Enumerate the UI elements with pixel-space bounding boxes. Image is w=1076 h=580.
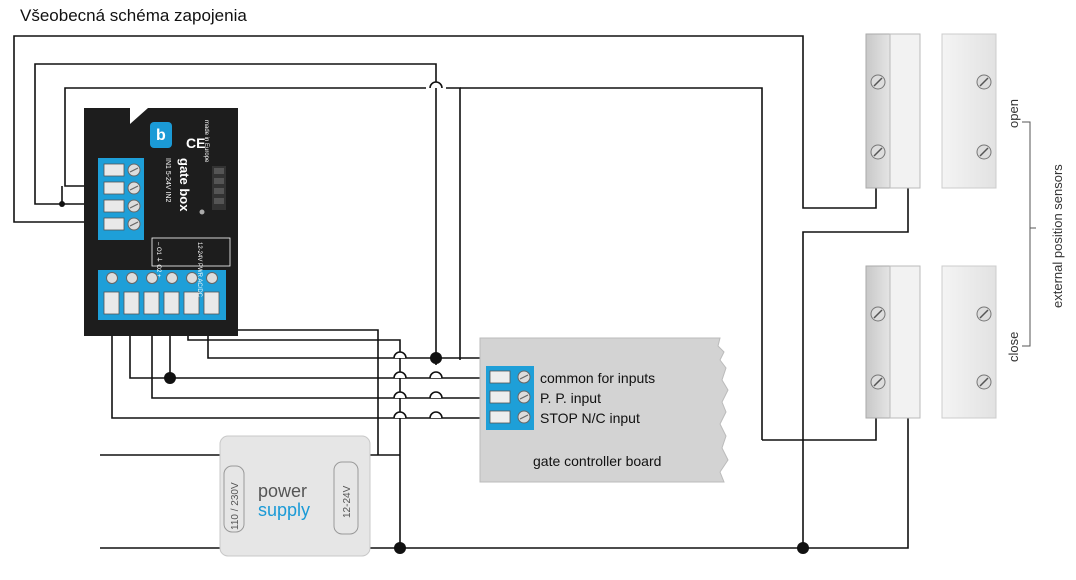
terminal-stop-label: STOP N/C input <box>540 410 640 426</box>
wire-sensor-common <box>802 188 909 548</box>
blebox-logo-icon <box>150 122 172 148</box>
terminal-pp-label: P. P. input <box>540 390 601 406</box>
psu-word-power: power <box>258 481 307 501</box>
wire-crossovers <box>393 81 443 419</box>
svg-text:b: b <box>156 127 166 144</box>
wire-pp <box>151 320 500 399</box>
left-terminals <box>103 163 141 231</box>
open-label: open <box>1006 99 1021 128</box>
wire-stop <box>111 320 500 419</box>
power-supply: 110 / 230V 12-24V power supply <box>219 435 371 557</box>
diagram-title: Všeobecná schéma zapojenia <box>20 6 247 25</box>
wire-psu-minus <box>370 418 909 549</box>
input-voltage-label: IN1 5-24V IN2 <box>164 158 171 202</box>
status-led-icon <box>199 209 205 215</box>
terminal-common-label: common for inputs <box>540 370 655 386</box>
brand-label: gate box <box>177 158 192 212</box>
sensors-group-label: external position sensors <box>1050 164 1065 308</box>
psu-input-label: 110 / 230V <box>230 482 241 530</box>
wire-sensor-open-a <box>13 35 877 223</box>
power-label: 12-24V PWR AC/DC <box>196 242 202 298</box>
bottom-terminals <box>103 272 220 315</box>
psu-output-label: 12-24V <box>342 485 353 518</box>
gatebox-device: b gate box IN1 5-24V IN2 made in Europe … <box>84 108 238 336</box>
wire-in-top <box>34 63 437 360</box>
sensor-open <box>865 33 997 189</box>
wire-common-to-board <box>207 320 478 359</box>
gate-controller-board: common for inputs P. P. input STOP N/C i… <box>479 337 729 483</box>
wire-in-common-cont <box>446 87 461 360</box>
board-label: gate controller board <box>533 453 661 469</box>
junction-dots <box>59 201 809 554</box>
ce-mark: CE <box>186 135 205 151</box>
wire-sensor-close <box>762 418 877 441</box>
made-in-label: made in Europe <box>203 120 209 163</box>
wire-in-common <box>64 87 405 187</box>
sensor-labels: open close external position sensors <box>1006 99 1065 362</box>
close-label: close <box>1006 332 1021 362</box>
psu-word-supply: supply <box>258 500 310 520</box>
output-label: – O1 ⏚ O2 + <box>155 242 162 278</box>
sensor-close <box>865 265 997 419</box>
